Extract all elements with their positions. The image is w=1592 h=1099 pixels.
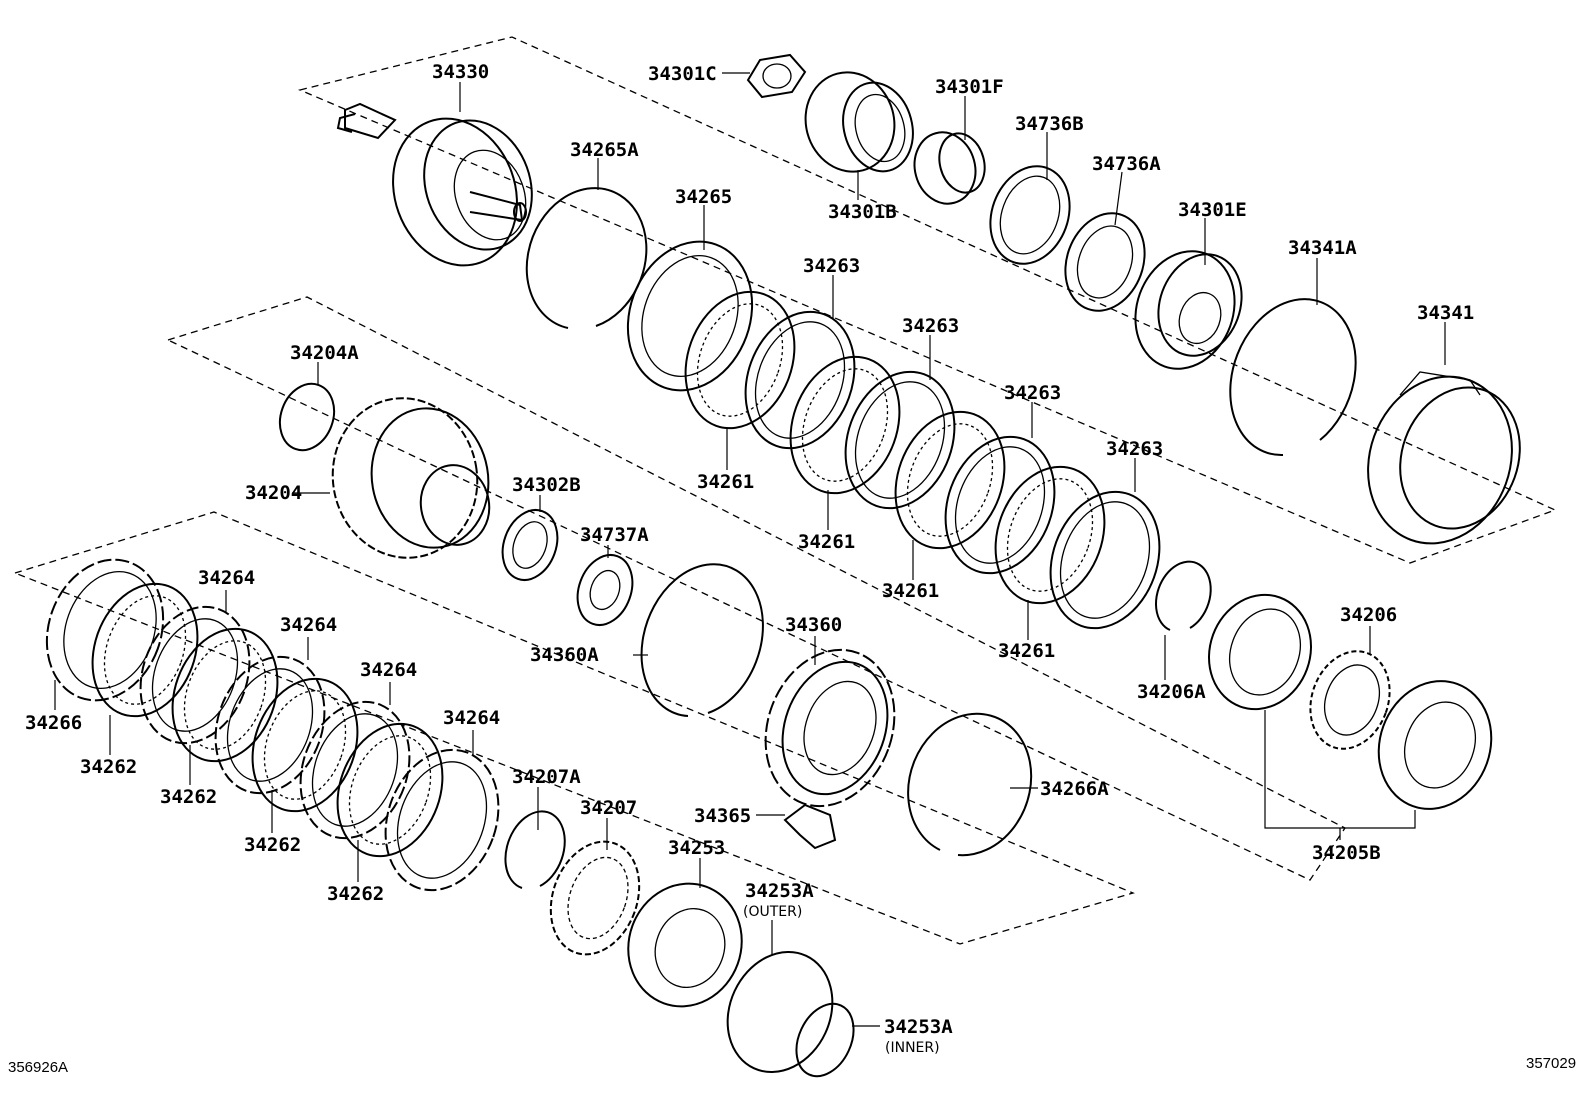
label-34330: 34330 [432, 61, 489, 83]
label-34301E: 34301E [1178, 199, 1247, 221]
part-34301F-race [913, 131, 986, 205]
label-34207: 34207 [580, 797, 637, 819]
part-34301C-nut [746, 53, 807, 99]
part-34253A-o-ring-outer [726, 950, 834, 1074]
label-34204A: 34204A [290, 342, 359, 364]
label-34261-a: 34261 [697, 471, 754, 493]
part-34341A-snap-ring [1229, 298, 1357, 457]
part-34207A-snap-ring [504, 810, 566, 889]
label-34262-c: 34262 [244, 834, 301, 856]
label-34264-c: 34264 [360, 659, 417, 681]
label-34263-c: 34263 [1004, 382, 1061, 404]
label-34263-b: 34263 [902, 315, 959, 337]
part-34261-disc-1 [684, 290, 796, 430]
part-34263-plate-3 [944, 435, 1056, 575]
label-34204: 34204 [245, 482, 302, 504]
label-34265A: 34265A [570, 139, 639, 161]
label-34261-b: 34261 [798, 531, 855, 553]
label-34265: 34265 [675, 186, 732, 208]
label-34253: 34253 [668, 837, 725, 859]
label-34264-d: 34264 [443, 707, 500, 729]
label-34205B: 34205B [1312, 842, 1381, 864]
illustration-code-left: 356926A [8, 1059, 68, 1076]
part-34360A-snap-ring [640, 563, 764, 717]
part-34265A-snap-ring [525, 187, 648, 329]
label-34206A: 34206A [1137, 681, 1206, 703]
label-34266: 34266 [25, 712, 82, 734]
part-34265-flange [626, 240, 754, 392]
label-34737A: 34737A [580, 524, 649, 546]
part-34737A-washer [576, 554, 634, 626]
label-34263-a: 34263 [803, 255, 860, 277]
part-34262-disc-3 [251, 677, 359, 813]
part-34263-plate-2 [844, 370, 956, 510]
part-34736A-washer [1064, 212, 1146, 312]
illustration-code-right: 357029 [1526, 1055, 1576, 1072]
label-34301C: 34301C [648, 63, 717, 85]
label-34301F: 34301F [935, 76, 1004, 98]
label-34301B: 34301B [828, 201, 897, 223]
part-34266A-snap-ring [907, 712, 1033, 857]
part-34266-plate [45, 558, 165, 702]
part-34253A-o-ring-inner [795, 1002, 855, 1078]
label-34360: 34360 [785, 614, 842, 636]
label-34262-d: 34262 [327, 883, 384, 905]
lower-group-outline [13, 511, 1135, 945]
label-34206: 34206 [1340, 604, 1397, 626]
label-34207A: 34207A [512, 766, 581, 788]
leader-lines [54, 72, 1446, 1027]
part-34264-plate-4 [384, 748, 500, 892]
label-34736A: 34736A [1092, 153, 1161, 175]
part-34262-disc-1 [91, 582, 199, 718]
label-34253A-inner: 34253A [884, 1016, 953, 1038]
sublabel-inner: (INNER) [885, 1040, 940, 1056]
part-34206-return-spring [1309, 650, 1391, 750]
part-34263-plate-1 [744, 310, 856, 450]
label-34341A: 34341A [1288, 237, 1357, 259]
part-34262-disc-4 [336, 722, 444, 858]
sublabel-outer: (OUTER) [743, 904, 802, 920]
part-34253-piston [627, 882, 743, 1008]
part-34261-disc-3 [894, 410, 1006, 550]
label-34261-c: 34261 [882, 580, 939, 602]
label-34736B: 34736B [1015, 113, 1084, 135]
part-34360-reaction-plate [764, 648, 896, 808]
part-34263-plate-4 [1049, 490, 1161, 630]
part-34262-disc-2 [171, 627, 279, 763]
upper-group-outline [297, 36, 1557, 564]
label-34264-b: 34264 [280, 614, 337, 636]
part-34341-clutch-drum [1367, 371, 1521, 545]
label-34262-a: 34262 [80, 756, 137, 778]
label-34341: 34341 [1417, 302, 1474, 324]
label-34266A: 34266A [1040, 778, 1109, 800]
part-34261-disc-2 [789, 355, 901, 495]
part-34205B-bracket [1264, 710, 1416, 829]
part-34206A-snap-ring [1155, 560, 1212, 631]
part-34204A-o-ring [278, 382, 336, 452]
part-34301B-roller-bearing [804, 71, 914, 173]
label-34261-d: 34261 [998, 640, 1055, 662]
label-34263-d: 34263 [1106, 438, 1163, 460]
label-34264-a: 34264 [198, 567, 255, 589]
part-34302B-thrust-bearing [501, 509, 559, 581]
part-34264-plate-3 [299, 700, 411, 840]
part-34330-shaft-carrier [336, 102, 533, 267]
label-34302B: 34302B [512, 474, 581, 496]
label-34262-b: 34262 [160, 786, 217, 808]
label-34365: 34365 [694, 805, 751, 827]
part-34204-gear-hub [331, 397, 491, 559]
part-34261-disc-4 [994, 465, 1106, 605]
part-34205B-piston-outer [1377, 680, 1493, 810]
label-34360A: 34360A [530, 644, 599, 666]
label-34253A-outer: 34253A [745, 880, 814, 902]
part-34205B-piston-inner [1207, 593, 1313, 711]
part-34365-clip [783, 803, 837, 850]
part-34264-plate-2 [214, 655, 326, 795]
part-34207-return-spring [549, 840, 641, 956]
